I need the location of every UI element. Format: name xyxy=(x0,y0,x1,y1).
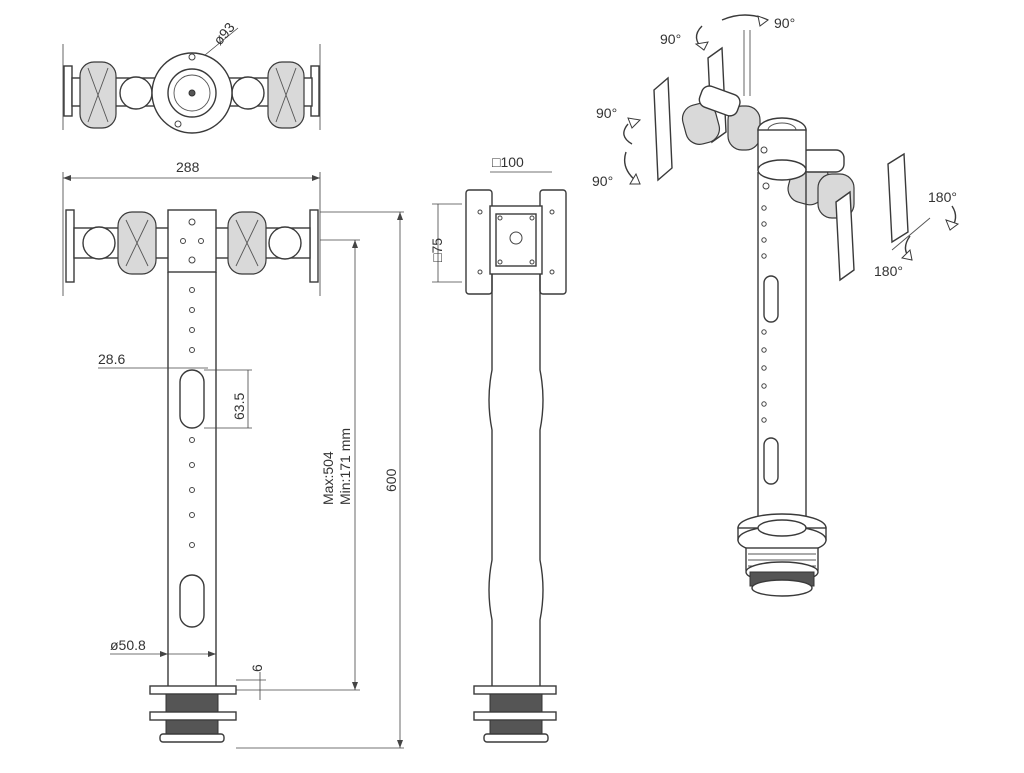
rotation-right-lower-label: 180° xyxy=(874,263,903,279)
slot-height-label: 63.5 xyxy=(231,393,247,420)
height-max-label: Max:504 xyxy=(320,451,336,505)
iso-pole-holes xyxy=(761,205,767,423)
top-diameter-label: ø93 xyxy=(210,19,238,48)
rotation-left-upper-label: 90° xyxy=(596,105,617,121)
rotation-top-left-label: 90° xyxy=(660,31,681,47)
top-view: ø93 xyxy=(62,19,321,134)
pole-holes xyxy=(189,287,195,548)
slot-width-label: 28.6 xyxy=(98,351,125,367)
width-label: 288 xyxy=(176,159,200,175)
rotation-right-upper-label: 180° xyxy=(928,189,957,205)
height-min-label: Min:171 mm xyxy=(337,428,353,505)
clamp-gap-label: 6 xyxy=(249,664,265,672)
isometric-view: 90° 90° 90° 90° 180° 180° xyxy=(592,14,960,597)
front-view: 288 xyxy=(62,159,404,749)
plate-square-small-label: □75 xyxy=(429,238,445,262)
pole-diameter-label: ø50.8 xyxy=(110,637,146,653)
total-height-label: 600 xyxy=(383,468,399,492)
side-view: □100 □75 xyxy=(429,154,567,743)
plate-square-label: □100 xyxy=(492,154,524,170)
rotation-top-right-label: 90° xyxy=(774,15,795,31)
rotation-left-lower-label: 90° xyxy=(592,173,613,189)
